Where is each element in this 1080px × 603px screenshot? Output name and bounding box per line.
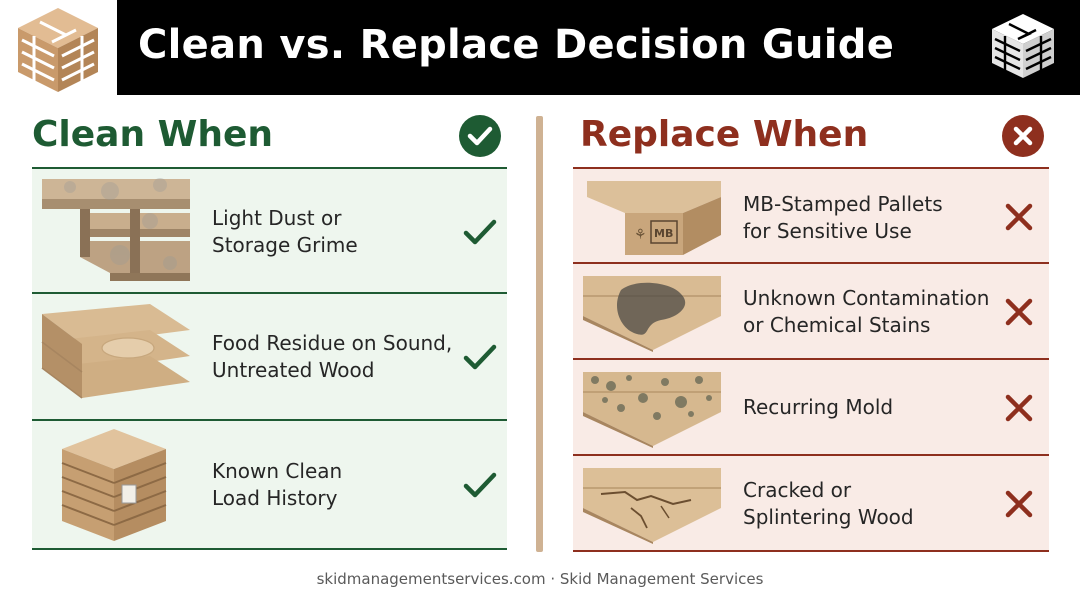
dusty-pallet-image xyxy=(42,178,190,281)
x-icon xyxy=(1005,394,1033,422)
stained-board-image xyxy=(41,304,190,399)
column-divider xyxy=(536,116,543,552)
clean-item-light-dust: Light Dust or Storage Grime xyxy=(32,167,507,294)
page-title: Clean vs. Replace Decision Guide xyxy=(138,22,895,68)
clean-item-label: Food Residue on Sound, Untreated Wood xyxy=(212,331,453,382)
replace-item-chemical-stains: Unknown Contamination or Chemical Stains xyxy=(573,264,1049,360)
replace-item-label: Unknown Contamination or Chemical Stains xyxy=(743,286,990,337)
x-icon xyxy=(1005,490,1033,518)
replace-item-mold: Recurring Mold xyxy=(573,360,1049,456)
replace-item-cracked: Cracked or Splintering Wood xyxy=(573,456,1049,552)
svg-text:⚘: ⚘ xyxy=(634,227,647,243)
x-icon xyxy=(1005,298,1033,326)
clean-item-food-residue: Food Residue on Sound, Untreated Wood xyxy=(32,294,507,421)
clean-when-heading: Clean When xyxy=(32,114,274,155)
x-circle-icon xyxy=(1002,115,1044,157)
check-icon xyxy=(463,344,497,370)
clean-item-label: Light Dust or Storage Grime xyxy=(212,206,358,257)
check-circle-icon xyxy=(459,115,501,157)
pallet-stack-image xyxy=(61,429,167,541)
replace-item-label: MB-Stamped Pallets for Sensitive Use xyxy=(743,192,943,243)
footer-credit: skidmanagementservices.com · Skid Manage… xyxy=(316,570,764,588)
replace-item-mb-stamped: ⚘ MB MB-Stamped Pallets for Sensitive Us… xyxy=(573,167,1049,264)
x-icon xyxy=(1005,203,1033,231)
check-icon xyxy=(463,219,497,245)
chemical-stain-image xyxy=(583,276,721,352)
header-bar xyxy=(117,0,1080,95)
clean-item-known-history: Known Clean Load History xyxy=(32,421,507,550)
cracked-board-image xyxy=(583,468,721,544)
replace-item-label: Cracked or Splintering Wood xyxy=(743,478,914,529)
check-icon xyxy=(463,472,497,498)
company-logo-right xyxy=(992,14,1054,78)
company-logo-left xyxy=(18,8,98,92)
svg-text:MB: MB xyxy=(654,227,673,240)
mold-board-image xyxy=(583,372,721,448)
replace-when-heading: Replace When xyxy=(580,114,869,155)
clean-item-label: Known Clean Load History xyxy=(212,459,343,510)
replace-item-label: Recurring Mold xyxy=(743,395,894,419)
mb-stamped-pallet-image: ⚘ MB xyxy=(587,181,721,255)
